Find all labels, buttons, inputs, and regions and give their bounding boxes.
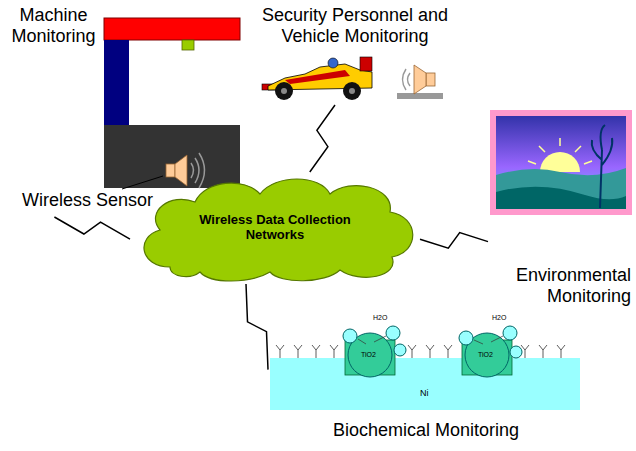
network-cloud: Wireless Data Collection Networks: [130, 172, 420, 284]
landscape-picture: [490, 110, 632, 215]
speaker-icon: [397, 65, 443, 99]
panel-caption: Machine Monitoring: [5, 5, 102, 46]
cloud-outline: [144, 179, 413, 281]
chemical-label: TiO2: [361, 351, 376, 359]
panel-caption: Environmental Monitoring: [488, 265, 631, 306]
machine-panel: Machine Monitoring: [5, 5, 240, 217]
machine-figure: [104, 18, 240, 188]
vehicle-panel: Security Personnel and Vehicle Monitorin…: [255, 3, 455, 105]
chemical-label: Ni: [420, 389, 429, 399]
wireless-link: [246, 284, 268, 370]
chemical-label: H2O: [492, 314, 506, 322]
biochemical-figure: [270, 326, 580, 410]
sensor-label: Wireless Sensor: [22, 191, 153, 211]
wireless-link: [310, 105, 335, 172]
panel-caption: Security Personnel and Vehicle Monitorin…: [255, 5, 455, 46]
chemical-label: TiO2: [478, 351, 493, 359]
biochemical-panel: Biochemical Monitoring: [268, 300, 584, 448]
leader-line: [122, 176, 163, 189]
wireless-link: [420, 233, 488, 249]
panel-caption: Biochemical Monitoring: [268, 420, 584, 441]
wireless-link: [54, 217, 130, 239]
environment-panel: Environmental Monitoring: [488, 108, 633, 310]
chemical-label: H2O: [373, 314, 387, 322]
cloud-label: Wireless Data Collection Networks: [190, 213, 360, 243]
race-car-figure: [262, 57, 372, 100]
